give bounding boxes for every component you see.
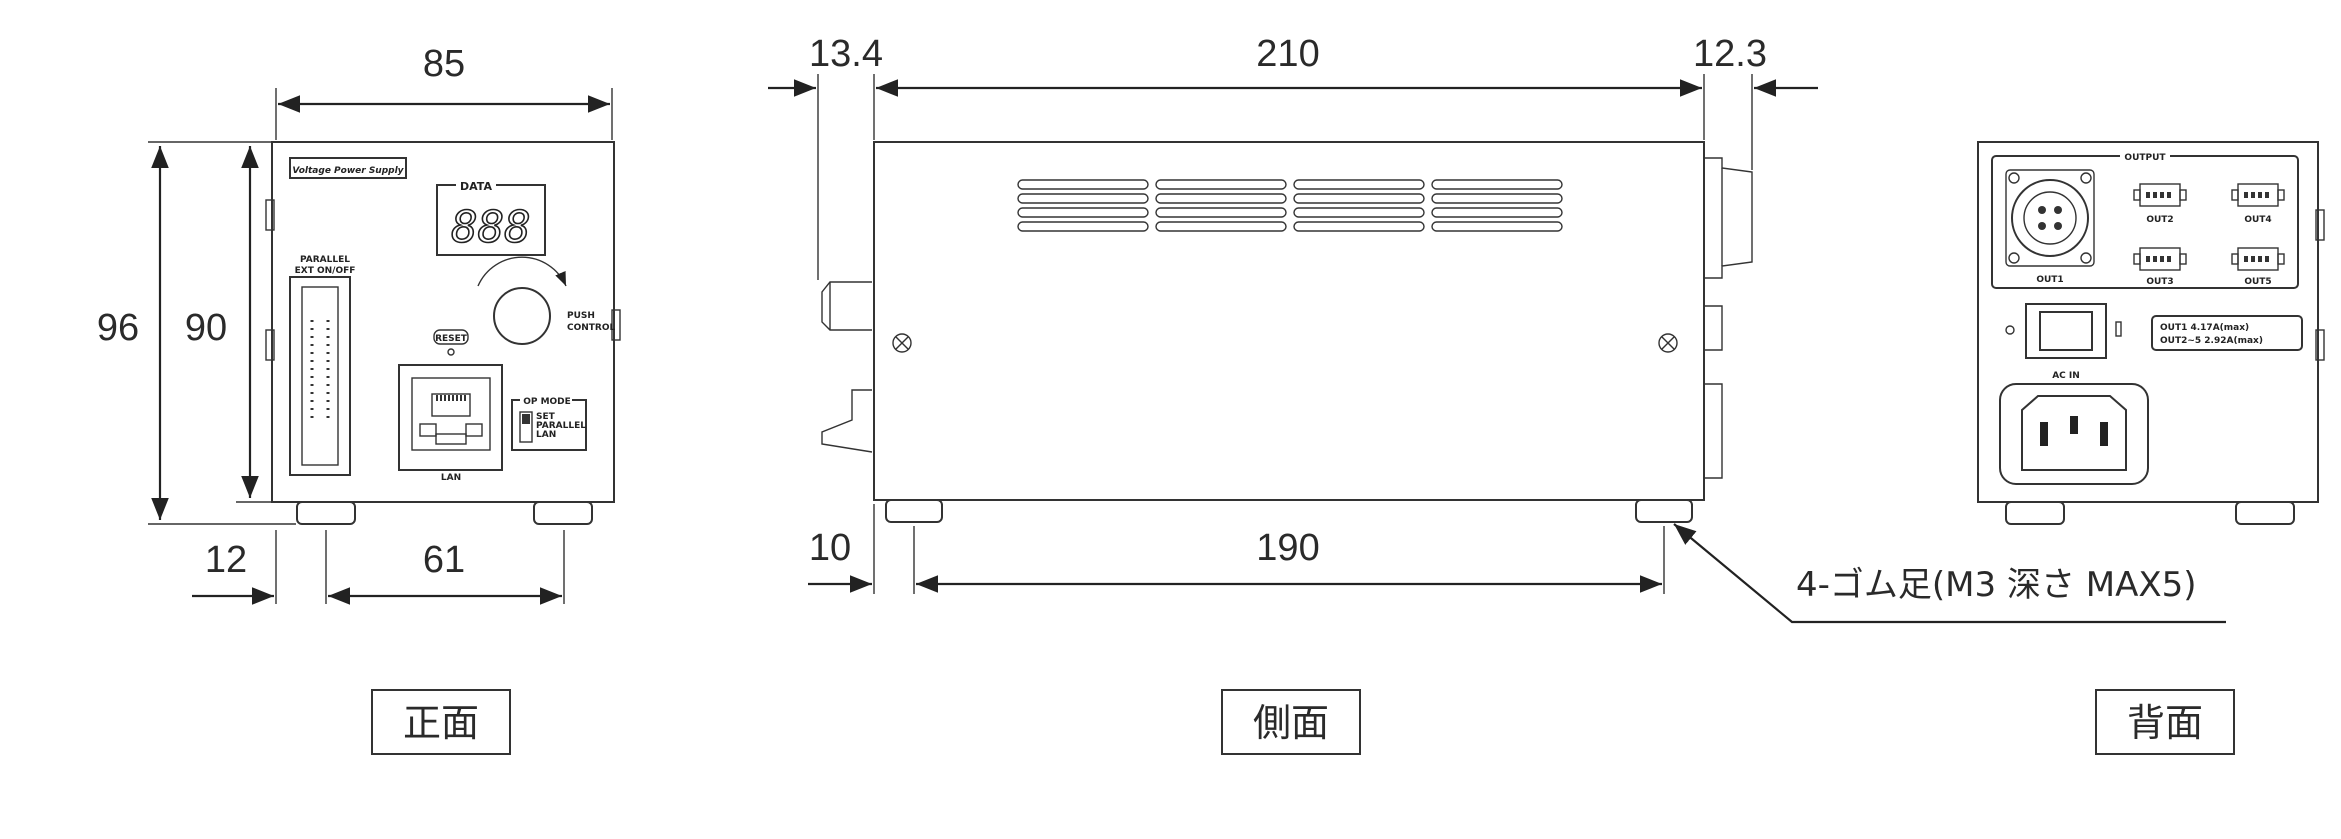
out2-label: OUT2 — [2146, 215, 2173, 225]
rating-label — [2151, 315, 2303, 351]
side-rear-switch — [1704, 305, 1723, 351]
parallel-label: PARALLEL — [300, 255, 350, 265]
dim-side-body-length: 210 — [1256, 33, 1319, 75]
out4-label: OUT4 — [2244, 215, 2271, 225]
parallel-pins — [310, 320, 330, 420]
out1-label: OUT1 — [2036, 275, 2063, 285]
dim-front-width: 85 — [423, 43, 465, 85]
back-side-bump — [2315, 329, 2325, 361]
power-switch — [2039, 311, 2093, 351]
front-view: Voltage Power Supply DATA 888 PARALLEL E… — [97, 43, 621, 755]
back-foot-left — [2005, 501, 2065, 525]
parallel-connector-inner — [301, 286, 339, 466]
back-small-slot — [2115, 321, 2122, 337]
out2-connector — [2133, 183, 2187, 207]
out1-connector — [2011, 179, 2089, 257]
back-view: OUTPUT OUT1 OUT2 OUT4 OUT3 OUT5 — [1977, 141, 2325, 525]
out1-connector-plate — [2005, 169, 2095, 267]
brand-text: Voltage Power Supply — [292, 166, 404, 176]
op-mode-set: SET — [536, 412, 556, 422]
caption-back-box — [2095, 689, 2235, 755]
side-foot-right — [1635, 499, 1693, 523]
push-label: PUSH — [567, 311, 595, 321]
front-foot-right — [533, 501, 593, 525]
back-foot-right — [2235, 501, 2295, 525]
back-indicator-hole — [2005, 325, 2015, 335]
lan-frame — [398, 364, 503, 471]
caption-side-box — [1221, 689, 1361, 755]
reset-label: RESET — [435, 334, 468, 344]
seven-segment-display: 888 — [451, 202, 530, 253]
out4-connector — [2231, 183, 2285, 207]
back-side-bump — [2315, 209, 2325, 241]
side-rear-inlet — [1704, 383, 1723, 479]
front-foot-left — [296, 501, 356, 525]
dim-side-feet-span: 190 — [1256, 527, 1319, 569]
caption-front: 正面 — [403, 701, 479, 745]
rating-line-1: OUT1 4.17A(max) — [2160, 323, 2249, 333]
ac-in-label: AC IN — [2052, 371, 2080, 381]
data-display-frame — [436, 184, 546, 256]
front-side-bump — [611, 309, 621, 341]
out5-connector — [2231, 247, 2285, 271]
lan-label: LAN — [441, 473, 461, 483]
side-rear-connector — [1704, 157, 1753, 279]
dim-side-foot-offset: 10 — [809, 527, 851, 569]
out3-label: OUT3 — [2146, 277, 2173, 287]
caption-front-box — [371, 689, 511, 755]
control-label: CONTROL — [567, 323, 616, 333]
side-screw-right — [1658, 333, 1678, 353]
data-label-bg — [456, 178, 496, 192]
parallel-connector — [289, 276, 351, 476]
lan-port — [411, 377, 491, 451]
dim-front-height-body: 90 — [185, 307, 227, 349]
caption-back: 背面 — [2127, 701, 2203, 745]
side-body-outline — [873, 141, 1705, 501]
dim-front-feet-span: 61 — [423, 539, 465, 581]
reset-hole — [447, 348, 455, 356]
op-mode-parallel: PARALLEL — [536, 421, 586, 431]
front-side-bump — [265, 329, 275, 361]
out3-connector — [2133, 247, 2187, 271]
front-side-bump — [265, 199, 275, 231]
op-mode-lan: LAN — [536, 430, 556, 440]
lan-port-contacts — [431, 393, 471, 417]
output-label: OUTPUT — [2124, 153, 2166, 163]
dim-front-height-total: 96 — [97, 307, 139, 349]
rubber-feet-note: 4-ゴム足(M3 深さ MAX5) — [1796, 565, 2197, 605]
lan-clip — [435, 433, 467, 445]
control-knob — [493, 287, 551, 345]
lan-led — [419, 423, 437, 437]
reset-button-frame — [433, 329, 469, 345]
dim-side-front-protrusion: 13.4 — [809, 33, 883, 75]
out5-label: OUT5 — [2244, 277, 2271, 287]
side-connector-protrusion — [821, 389, 873, 453]
data-label: DATA — [460, 180, 492, 193]
side-foot-left — [885, 499, 943, 523]
caption-side: 側面 — [1253, 701, 1329, 745]
knob-rotation-arrow — [477, 256, 567, 287]
brand-label — [289, 157, 407, 179]
ext-label: EXT ON/OFF — [295, 266, 356, 276]
side-view: 13.4 210 12.3 10 190 4-ゴム足(M3 深さ MAX5) 側… — [768, 33, 2226, 755]
side-screw-left — [892, 333, 912, 353]
side-knob-protrusion — [821, 281, 872, 331]
op-mode-switch — [519, 411, 533, 443]
op-mode-label: OP MODE — [523, 397, 571, 407]
dim-side-rear-protrusion: 12.3 — [1693, 33, 1767, 75]
lan-led — [465, 423, 483, 437]
vent-slots — [1017, 179, 1563, 232]
rating-line-2: OUT2~5 2.92A(max) — [2160, 336, 2263, 346]
dim-front-offset: 12 — [205, 539, 247, 581]
rubber-feet-leader — [1673, 523, 2226, 624]
